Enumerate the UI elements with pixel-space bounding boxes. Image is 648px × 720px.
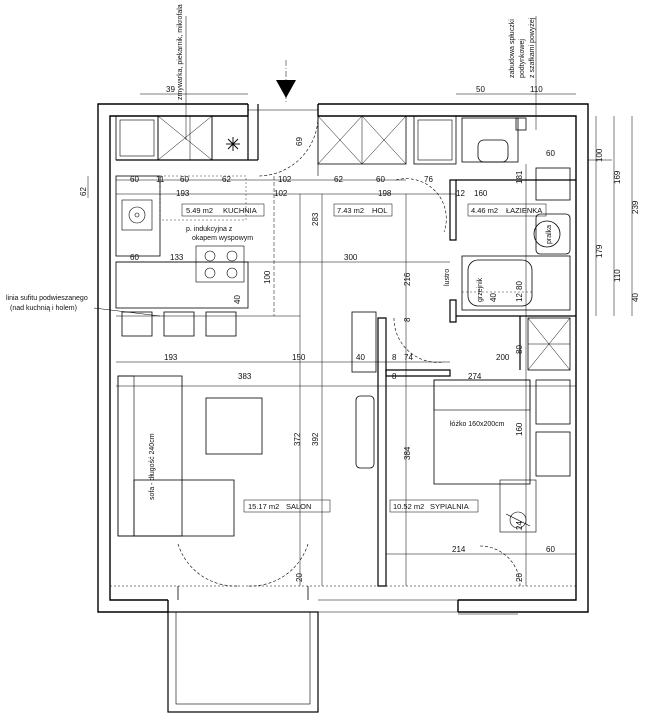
dim-label: 60: [130, 175, 139, 184]
kitchen-name: KUCHNIA: [223, 206, 257, 215]
dim-label: 133: [170, 253, 184, 262]
dim-label: 100: [263, 270, 272, 284]
note-sofa: sofa - długość 240cm: [149, 433, 156, 500]
dim-label: 40: [631, 293, 640, 302]
dim-label: 12: [456, 189, 465, 198]
note-cistern-1: zabudowa spłuczki: [509, 19, 516, 78]
dim-label: 214: [452, 545, 466, 554]
dim-label: 40: [356, 353, 365, 362]
dim-label: 193: [164, 353, 178, 362]
dim-label: 40: [489, 293, 498, 302]
bedroom-area: 10.52 m2: [393, 502, 424, 511]
bathroom-area: 4.46 m2: [471, 206, 498, 215]
dim-label: 80: [515, 281, 524, 290]
dim-label: 62: [79, 187, 88, 196]
bathroom: [461, 117, 571, 311]
dim-label: 76: [424, 175, 433, 184]
dim-label: 20: [295, 573, 304, 582]
entrance-door: [257, 115, 319, 177]
dim-label: 283: [311, 212, 320, 226]
bathroom-name: ŁAZIENKA: [506, 206, 542, 215]
dim-label: 383: [238, 372, 252, 381]
dim-label: 102: [274, 189, 288, 198]
note-ceiling-1: linia sufitu podwieszanego: [6, 295, 88, 302]
dim-label: 60: [130, 253, 139, 262]
dim-label: 40: [233, 295, 242, 304]
dim-label: 50: [476, 85, 485, 94]
dim-label: 216: [403, 272, 412, 286]
hall-name: HOL: [372, 206, 387, 215]
dim-label: 200: [496, 353, 510, 362]
dimension-lines: [87, 93, 633, 586]
note-cistern-2: podtynkowej: [519, 39, 526, 78]
dim-label: 12: [515, 293, 524, 302]
note-washer: pralka: [546, 225, 553, 244]
dim-label: 110: [530, 85, 543, 94]
hall-area: 7.43 m2: [337, 206, 364, 215]
dim-label: 160: [474, 189, 488, 198]
dim-label: 60: [546, 149, 555, 158]
note-hob-2: okapem wyspowym: [192, 235, 253, 242]
note-ceiling-2: (nad kuchnią i holem): [10, 305, 77, 312]
bedroom-name: SYPIALNIA: [430, 502, 469, 511]
dim-label: 198: [378, 189, 392, 198]
dim-label: 181: [515, 170, 524, 184]
dim-label: 274: [468, 372, 482, 381]
dim-label: 300: [344, 253, 358, 262]
dim-label: 179: [595, 244, 604, 258]
note-bed: łóżko 160x200cm: [450, 421, 505, 428]
dim-label: 160: [515, 422, 524, 436]
dim-label: 11: [156, 175, 165, 184]
dim-label: 384: [403, 446, 412, 460]
kitchen-area: 5.49 m2: [186, 206, 213, 215]
dim-label: 193: [176, 189, 190, 198]
dim-label: 39: [166, 85, 175, 94]
kitchen-upper-cabinets: [115, 115, 457, 165]
note-cistern-3: z szafkami powyżej: [529, 17, 536, 78]
note-mirror: lustro: [444, 269, 451, 286]
dim-label: 62: [334, 175, 343, 184]
dim-label: 80: [515, 345, 524, 354]
dim-label: 24: [515, 521, 524, 530]
dim-label: 239: [631, 200, 640, 214]
dim-label: 8: [392, 353, 397, 362]
dim-label: 102: [278, 175, 292, 184]
dim-label: 62: [222, 175, 231, 184]
note-radiator: grzejnik: [477, 277, 484, 302]
living-room: [117, 375, 375, 600]
dim-label: 8: [403, 317, 412, 322]
dim-label: 392: [311, 432, 320, 446]
leader-lines: [93, 16, 537, 317]
living-name: SALON: [286, 502, 311, 511]
note-hob-1: p. indukcyjna z: [186, 226, 233, 233]
balcony: [167, 611, 319, 713]
dim-label: 150: [292, 353, 306, 362]
internal-doors: [393, 178, 521, 587]
dim-label: 60: [180, 175, 189, 184]
entrance-arrow-icon: [276, 60, 296, 104]
snowflake-icon: [226, 137, 240, 151]
note-appliances: zmywarka, piekarnik, mikrofala: [177, 4, 184, 100]
kitchen: [115, 175, 249, 337]
dim-label: 8: [392, 372, 397, 381]
dim-label: 60: [376, 175, 385, 184]
living-area: 15.17 m2: [248, 502, 279, 511]
dim-label: 20: [515, 573, 524, 582]
bedroom: [433, 317, 571, 533]
dim-label: 169: [613, 170, 622, 184]
dim-label: 74: [404, 353, 413, 362]
dim-label: 110: [613, 269, 622, 282]
dim-label: 372: [293, 432, 302, 446]
dim-label: 60: [546, 545, 555, 554]
dim-label: 100: [595, 148, 604, 162]
dimension-labels: 39 50 110 69 60 11 60 62 102 62 60 76 19…: [79, 85, 640, 582]
dim-label: 69: [295, 137, 304, 146]
